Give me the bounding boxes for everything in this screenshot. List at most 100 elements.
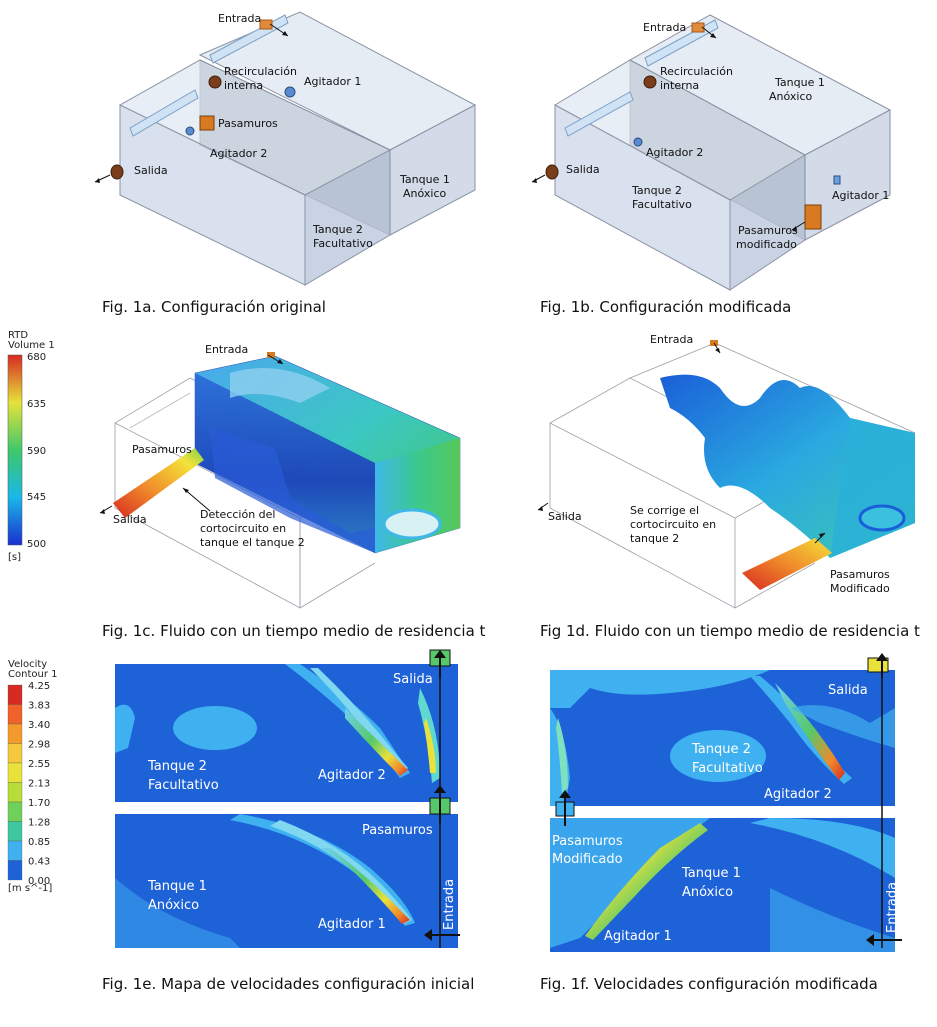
velocity-unit: [m s^-1] (8, 883, 52, 894)
rtd-colorbar: RTD Volume 1 680 635 590 545 500 [s] (0, 328, 60, 568)
fig1e-salida-label: Salida (393, 672, 433, 687)
fig1e-agitador1-label: Agitador 1 (318, 917, 386, 932)
fig1b-tanque2-label: Tanque 2 (631, 184, 682, 197)
fig1e-agitador2-label: Agitador 2 (318, 768, 386, 783)
fig1c-panel: Entrada Pasamuros Salida Detección del c… (0, 328, 485, 643)
fig1c-pasamuros-label: Pasamuros (132, 443, 192, 456)
velocity-tick: 2.98 (28, 740, 50, 751)
fig1a-tanque1-label: Tanque 1 (399, 173, 450, 186)
fig1a-caption: Fig. 1a. Configuración original (102, 298, 326, 316)
fig1d-corrige-label-3: tanque 2 (630, 532, 679, 545)
fig1f-salida-label: Salida (828, 683, 868, 698)
fig1f-entrada-label: Entrada (885, 882, 900, 933)
recirculacion-marker (643, 75, 657, 89)
fig1a-tanque1-label-2: Anóxico (403, 187, 447, 200)
velocity-band (7, 860, 23, 881)
fig1f-tanque2-label: Tanque 2 (691, 742, 751, 757)
rtd-tick: 680 (27, 352, 46, 363)
rtd-subtitle: Volume 1 (8, 340, 55, 351)
fig1e-tanque1-label-2: Anóxico (148, 898, 199, 913)
fig1b-pasamuros-label-2: modificado (736, 238, 797, 251)
rtd-tick: 545 (27, 492, 46, 503)
fig1a-salida-label: Salida (134, 164, 168, 177)
rtd-title: RTD (8, 330, 28, 341)
fig1b-panel: Entrada Recirculación interna Tanque 1 A… (470, 0, 937, 325)
fig1e-velocity-map: Salida Tanque 2 Facultativo Agitador 2 P… (115, 649, 460, 948)
fig1c-salida-label: Salida (113, 513, 147, 526)
fig1e-tanque1-label: Tanque 1 (147, 879, 207, 894)
fig1b-pasamuros-label: Pasamuros (738, 224, 798, 237)
recirculacion-marker (208, 75, 222, 89)
short-circuit-jet (113, 448, 204, 518)
fig1a-panel: Entrada Recirculación interna Agitador 1… (0, 0, 477, 325)
entrada-marker (691, 22, 705, 33)
velocity-tick: 0.00 (28, 876, 50, 887)
velocity-tick: 3.83 (28, 701, 50, 712)
fig1b-tanque2-label-2: Facultativo (632, 198, 692, 211)
fig1c-caption: Fig. 1c. Fluido con un tiempo medio de r… (102, 622, 486, 640)
fig1a-agitador2-label: Agitador 2 (210, 147, 267, 160)
pasamuros-modificado-marker (804, 204, 822, 230)
fig1b-recirculacion-label-2: interna (660, 79, 699, 92)
fig1c-deteccion-label: Detección del (200, 508, 275, 521)
tanque2-velocity-field (115, 664, 458, 802)
fig1a-recirculacion-label-2: interna (224, 79, 263, 92)
rtd-tick: 590 (27, 446, 46, 457)
fig1e-tanque2-label: Tanque 2 (147, 759, 207, 774)
agitador2-marker (185, 126, 195, 136)
agitador1-marker (833, 175, 841, 185)
agitador2-marker (633, 137, 643, 147)
fig1e-panel: Salida Tanque 2 Facultativo Agitador 2 P… (0, 648, 474, 1027)
fig1a-entrada-label: Entrada (218, 12, 261, 25)
fig1c-entrada-label: Entrada (205, 343, 248, 356)
fig1e-tanque2-label-2: Facultativo (148, 778, 219, 793)
fig1a-tanque2-label: Tanque 2 (312, 223, 363, 236)
fig1d-panel: Entrada Salida Se corrige el cortocircui… (470, 328, 937, 643)
fig1d-corrige-label-2: cortocircuito en (630, 518, 716, 531)
velocity-tick: 1.70 (28, 798, 50, 809)
fig1b-tanque1-label: Tanque 1 (774, 76, 825, 89)
fig1f-agitador2-label: Agitador 2 (764, 787, 832, 802)
velocity-tick: 2.13 (28, 779, 50, 790)
velocity-tick: 0.43 (28, 857, 50, 868)
fig1d-rtd-render: Entrada Salida Se corrige el cortocircui… (537, 333, 916, 609)
fig1d-salida-label: Salida (548, 510, 582, 523)
fig1d-corrige-label: Se corrige el (630, 504, 699, 517)
fig1c-rtd-render: Entrada Pasamuros Salida Detección del c… (99, 343, 461, 609)
fig1f-caption: Fig. 1f. Velocidades configuración modif… (540, 975, 878, 993)
fig1f-agitador1-label: Agitador 1 (604, 929, 672, 944)
fig1d-pasamuros-label: Pasamuros (830, 568, 890, 581)
corrected-jet (742, 538, 832, 590)
fig1a-pasamuros-label: Pasamuros (218, 117, 278, 130)
entrada-marker (259, 19, 273, 30)
velocity-tick: 1.28 (28, 818, 50, 829)
fig1d-caption: Fig 1d. Fluido con un tiempo medio de re… (540, 622, 920, 640)
rtd-gradient-bar (7, 354, 23, 546)
fig1d-pasamuros-label-2: Modificado (830, 582, 890, 595)
fig1f-pasamuros-label: Pasamuros (552, 834, 623, 849)
velocity-title: Velocity (8, 659, 47, 670)
fig1c-deteccion-label-2: cortocircuito en (200, 522, 286, 535)
fig1b-tanque1-label-2: Anóxico (769, 90, 813, 103)
fig1b-agitador2-label: Agitador 2 (646, 146, 703, 159)
fig1b-entrada-label: Entrada (643, 21, 686, 34)
velocity-tick: 0.85 (28, 837, 50, 848)
pasamuros-marker (199, 115, 215, 131)
fig1f-velocity-map: Salida Tanque 2 Facultativo Agitador 2 P… (550, 653, 902, 952)
velocity-tick: 2.55 (28, 759, 50, 770)
velocity-tick: 4.25 (28, 681, 50, 692)
salida-marker (545, 164, 559, 180)
velocity-subtitle: Contour 1 (8, 669, 57, 680)
fig1b-recirculacion-label: Recirculación (660, 65, 733, 78)
agitador1-marker (284, 86, 296, 98)
fig1a-tanque2-label-2: Facultativo (313, 237, 373, 250)
fig1d-entrada-label: Entrada (650, 333, 693, 346)
fig1b-caption: Fig. 1b. Configuración modificada (540, 298, 792, 316)
fig1a-tank-diagram: Entrada Recirculación interna Agitador 1… (94, 11, 477, 286)
fig1e-pasamuros-label: Pasamuros (362, 823, 433, 838)
rtd-tick: 635 (27, 399, 46, 410)
fig1f-tanque1-label-2: Anóxico (682, 885, 733, 900)
fig1f-tanque1-label: Tanque 1 (681, 866, 741, 881)
fig1b-salida-label: Salida (566, 163, 600, 176)
fig1e-entrada-label: Entrada (442, 879, 457, 930)
